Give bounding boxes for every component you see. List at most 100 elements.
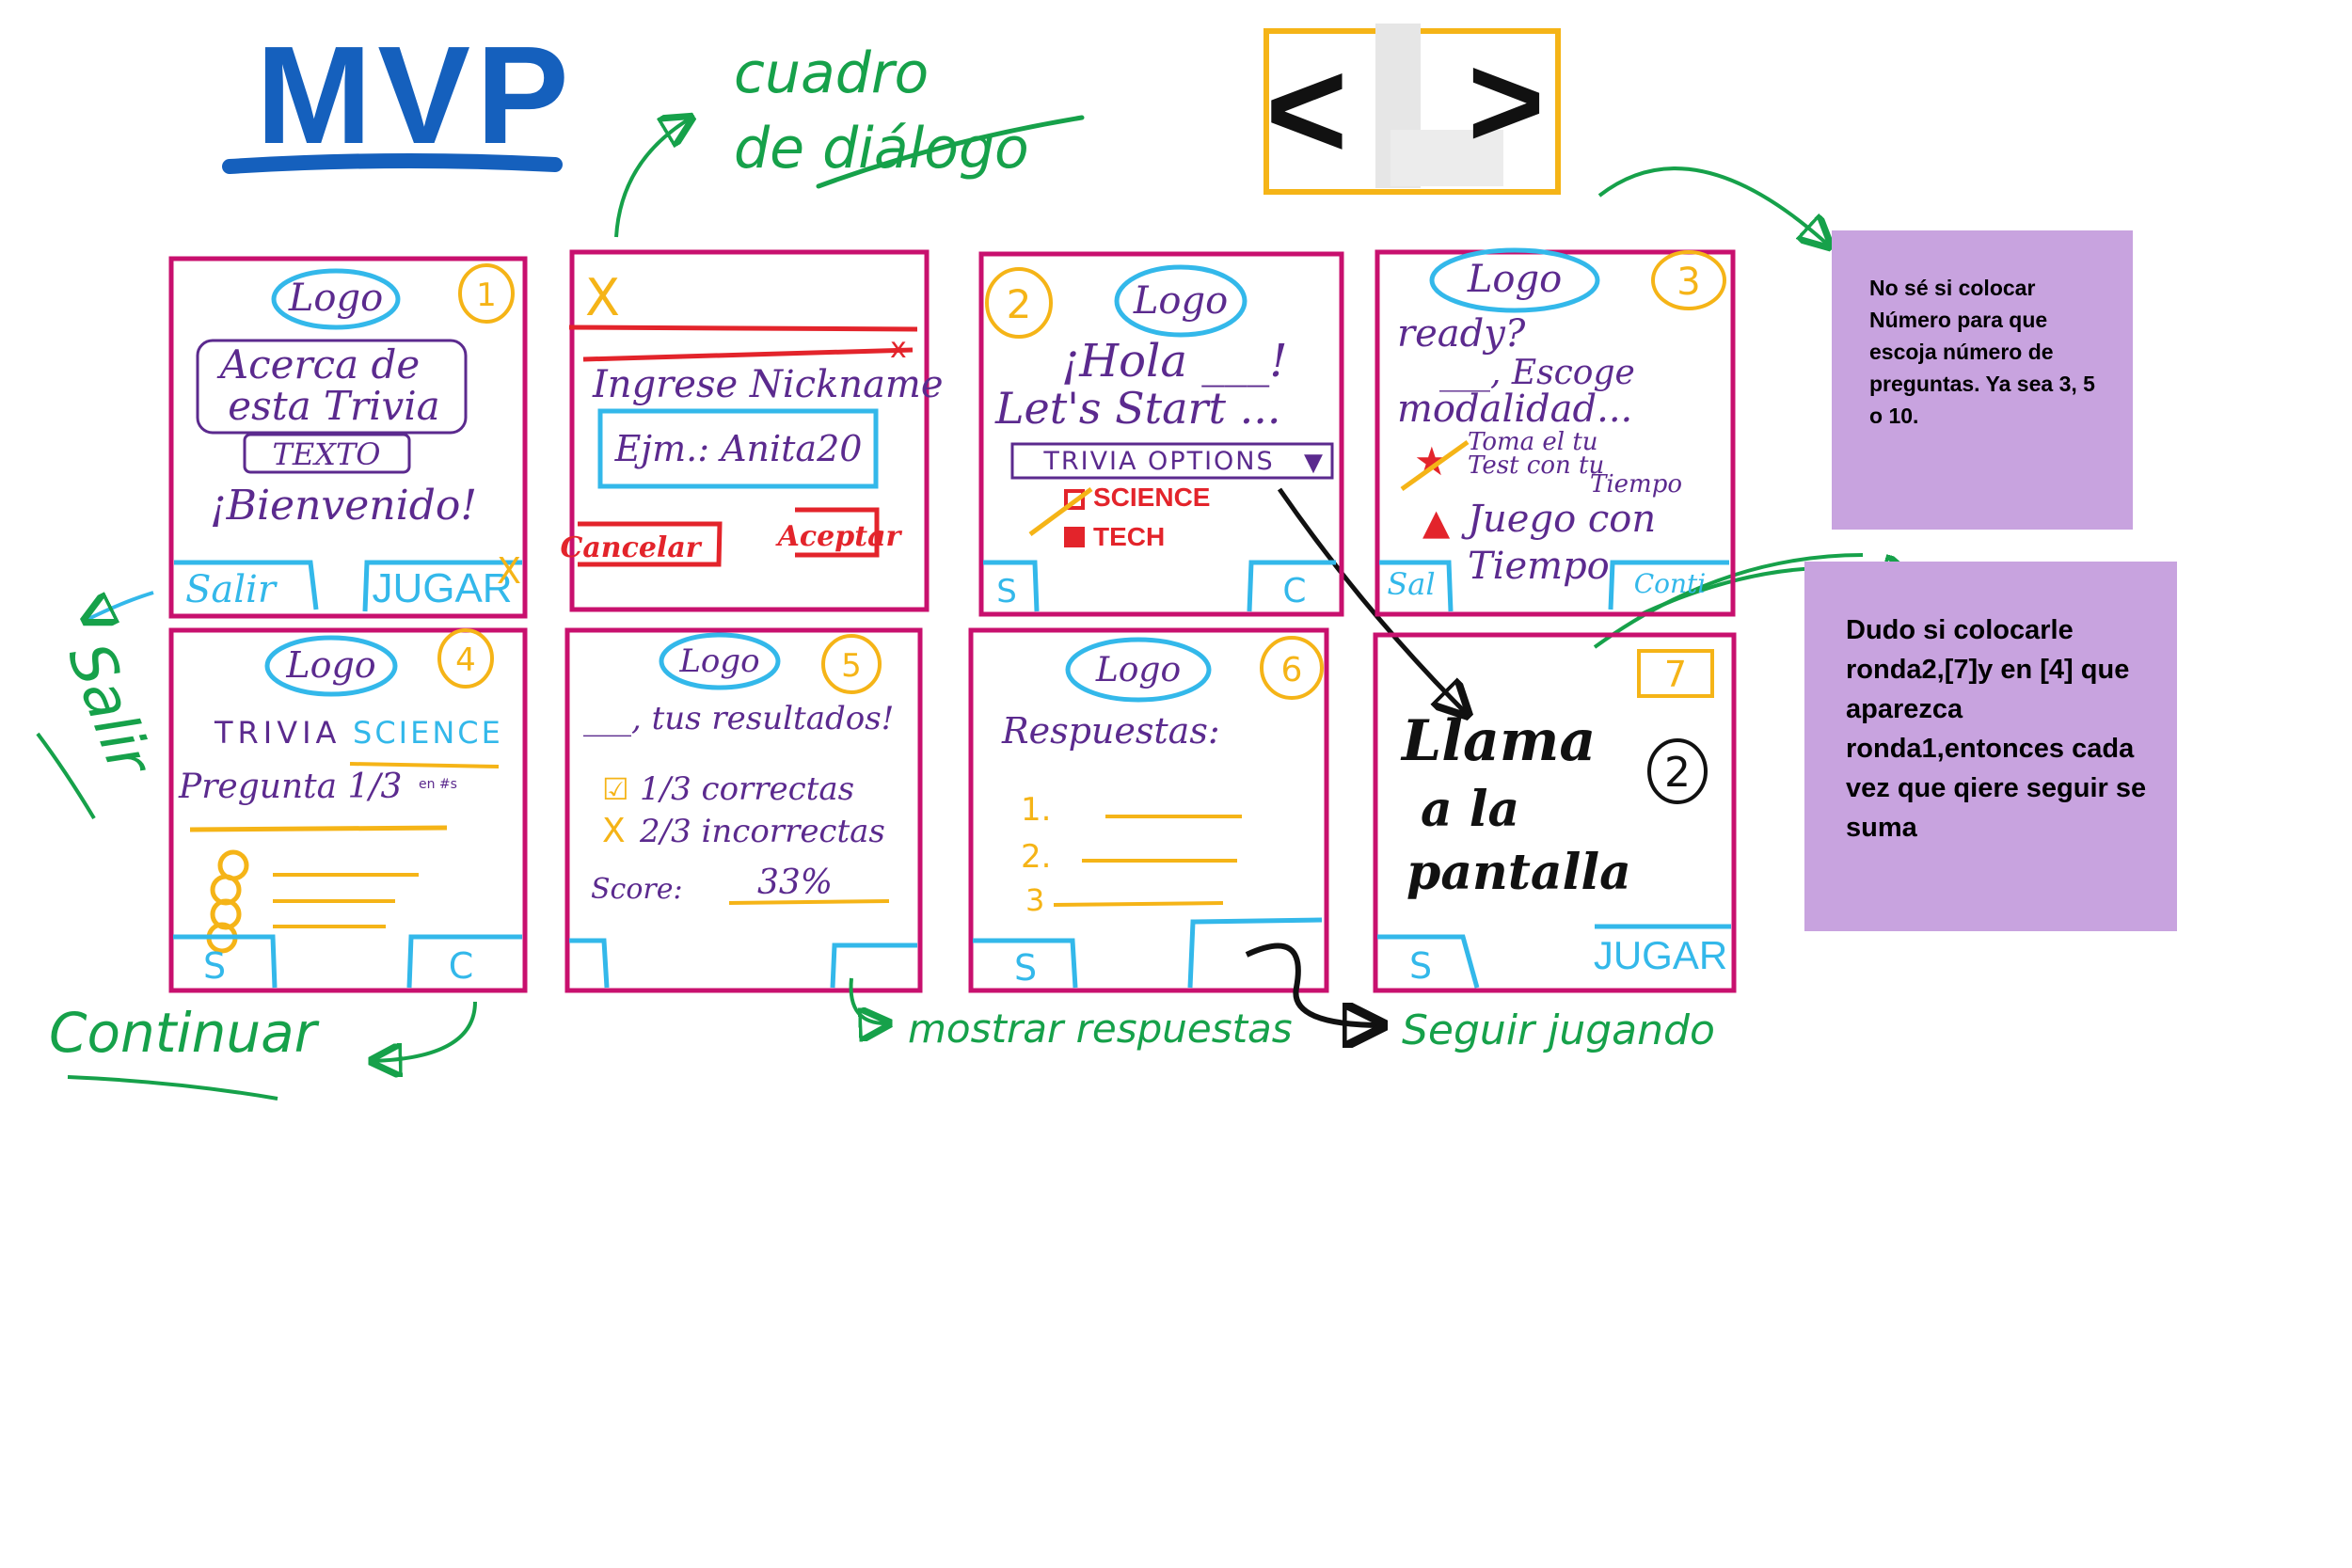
screen-number-badge (458, 263, 515, 324)
screen-number: 2 (1007, 281, 1032, 327)
option-science[interactable]: SCIENCE (1093, 483, 1210, 512)
right-button-outline[interactable] (830, 942, 917, 989)
question-label: Pregunta 1/3 (178, 768, 402, 806)
main-text-line-1: Llama (1400, 708, 1596, 774)
continue-button-outline[interactable] (1608, 560, 1729, 610)
mvp-title-group: MVP (222, 18, 569, 174)
continue-button[interactable]: Conti (1634, 568, 1707, 599)
logo-badge (264, 635, 398, 697)
right-button[interactable]: C (449, 945, 474, 987)
accept-button-outline[interactable] (795, 507, 880, 558)
option-checkbox[interactable] (1064, 527, 1085, 547)
navigation-widget: < > (1263, 24, 1561, 195)
left-button-outline[interactable] (173, 934, 278, 989)
logo-badge (659, 632, 781, 690)
salir-label-tail (36, 732, 96, 820)
left-button-outline[interactable] (1377, 934, 1480, 989)
exit-button-outline[interactable] (1379, 560, 1454, 612)
screen-number-badge (1637, 649, 1714, 698)
play-button[interactable]: JUGAR (1594, 933, 1727, 977)
screen-2: 2 Logo ¡Hola ___! Let's Start ... TRIVIA… (978, 251, 1344, 617)
dialog-close-mark[interactable]: X (585, 268, 620, 327)
nickname-prompt: Ingrese Nickname (592, 363, 944, 406)
main-text-line-3: pantalla (1406, 844, 1631, 901)
accept-button[interactable]: Aceptar (775, 520, 903, 553)
logo-badge (1065, 637, 1212, 703)
screen-dialog-frame (569, 249, 930, 612)
exit-button-outline[interactable] (174, 560, 319, 610)
right-button[interactable]: C (1282, 572, 1306, 610)
screen-number-badge (1260, 636, 1324, 700)
left-button[interactable]: S (1409, 945, 1432, 987)
trivia-topic: SCIENCE (353, 715, 503, 751)
right-button-outline[interactable] (406, 934, 522, 989)
logo-text: Logo (288, 277, 383, 320)
nav-next-icon[interactable]: > (1468, 27, 1545, 175)
logo-text: Logo (1133, 279, 1228, 323)
close-mark: X (497, 550, 521, 592)
results-header: ___, tus resultados! (583, 700, 894, 737)
nickname-input[interactable] (597, 408, 879, 489)
incorrect-count: 2/3 incorrectas (639, 813, 885, 850)
mostrar-respuestas-label: mostrar respuestas (908, 1006, 1293, 1052)
dialog-annotation: cuadro de diálogo (614, 40, 1085, 238)
left-button[interactable]: S (203, 945, 226, 987)
logo-badge (1429, 247, 1600, 313)
screen-number: 5 (841, 647, 862, 685)
screen-number: 1 (476, 277, 497, 314)
option-science-check (1028, 486, 1093, 537)
topic-underline (349, 762, 500, 768)
screen-7-frame (1373, 632, 1737, 993)
mode-1-line-3[interactable]: Tiempo (1590, 470, 1682, 499)
circle-number: 2 (1664, 749, 1691, 797)
left-button-outline[interactable] (973, 938, 1078, 989)
play-button[interactable]: JUGAR (372, 565, 512, 611)
option-checkbox[interactable] (1064, 489, 1085, 510)
trivia-label: TRIVIA (214, 715, 341, 751)
dialog-close-x[interactable]: x (890, 332, 907, 365)
left-button[interactable]: S (1014, 947, 1037, 989)
cancel-button-outline[interactable] (578, 521, 723, 567)
trivia-options-label: TRIVIA OPTIONS (1042, 447, 1274, 476)
screen-dialog: X x Ingrese Nickname Ejm.: Anita20 Cance… (560, 249, 944, 612)
dialog-title-bar-line (568, 325, 918, 332)
sticky-note-text: No sé si colocar Número para que escoja … (1869, 276, 2095, 428)
welcome-text: ¡Bienvenido! (210, 482, 477, 530)
title-underline (222, 152, 563, 174)
greeting-text: ¡Hola ___! (1061, 335, 1288, 388)
cancel-button[interactable]: Cancelar (560, 531, 702, 564)
mode-2-line-2[interactable]: Tiempo (1468, 545, 1610, 588)
mode-1-line-2[interactable]: Test con tu (1468, 451, 1604, 480)
about-line-1: Acerca de (216, 341, 420, 388)
screen-4: Logo 4 TRIVIA SCIENCE Pregunta 1/3 en #s… (168, 627, 528, 993)
score-label: Score: (591, 873, 683, 906)
option-tech[interactable]: TECH (1093, 522, 1165, 551)
nav-prev-icon[interactable]: < (1265, 30, 1348, 188)
right-button-outline[interactable] (1247, 560, 1336, 612)
arrow-to-note-1 (1597, 166, 1830, 246)
screen-6-frame (968, 627, 1329, 993)
trivia-options-dropdown[interactable] (1010, 442, 1334, 480)
right-button-outline[interactable] (1187, 917, 1323, 989)
left-button-outline[interactable] (983, 560, 1040, 612)
left-button-outline[interactable] (569, 938, 610, 989)
sticky-note-question-count: No sé si colocar Número para que escoja … (1832, 230, 2133, 530)
screen-6: Logo 6 Respuestas: 1. 2. 3 S (968, 627, 1329, 993)
mode-1-check (1400, 439, 1470, 492)
sticky-note-text: Dudo si colocarle ronda2,[7]y en [4] que… (1846, 615, 2147, 843)
arrow-s3-to-s7 (1593, 553, 1864, 649)
mode-1-line-1[interactable]: Toma el tu (1468, 428, 1598, 456)
exit-button[interactable]: Sal (1387, 566, 1435, 602)
chevron-down-icon[interactable]: ▼ (1304, 449, 1323, 477)
exit-button[interactable]: Salir (185, 568, 278, 611)
correct-count: 1/3 correctas (640, 770, 854, 808)
question-bar (189, 825, 448, 832)
play-button-outline[interactable] (362, 560, 522, 612)
screen-3: Logo 3 ready? ___, Escoge modalidad... ★… (1375, 247, 1736, 617)
seguir-arrow (1245, 942, 1383, 1025)
question-small: en #s (419, 777, 457, 792)
screen-number-badge (821, 634, 882, 694)
dialog-label-underline (816, 115, 1085, 189)
mode-2-line-1[interactable]: Juego con (1461, 498, 1656, 541)
left-button[interactable]: S (996, 573, 1017, 610)
